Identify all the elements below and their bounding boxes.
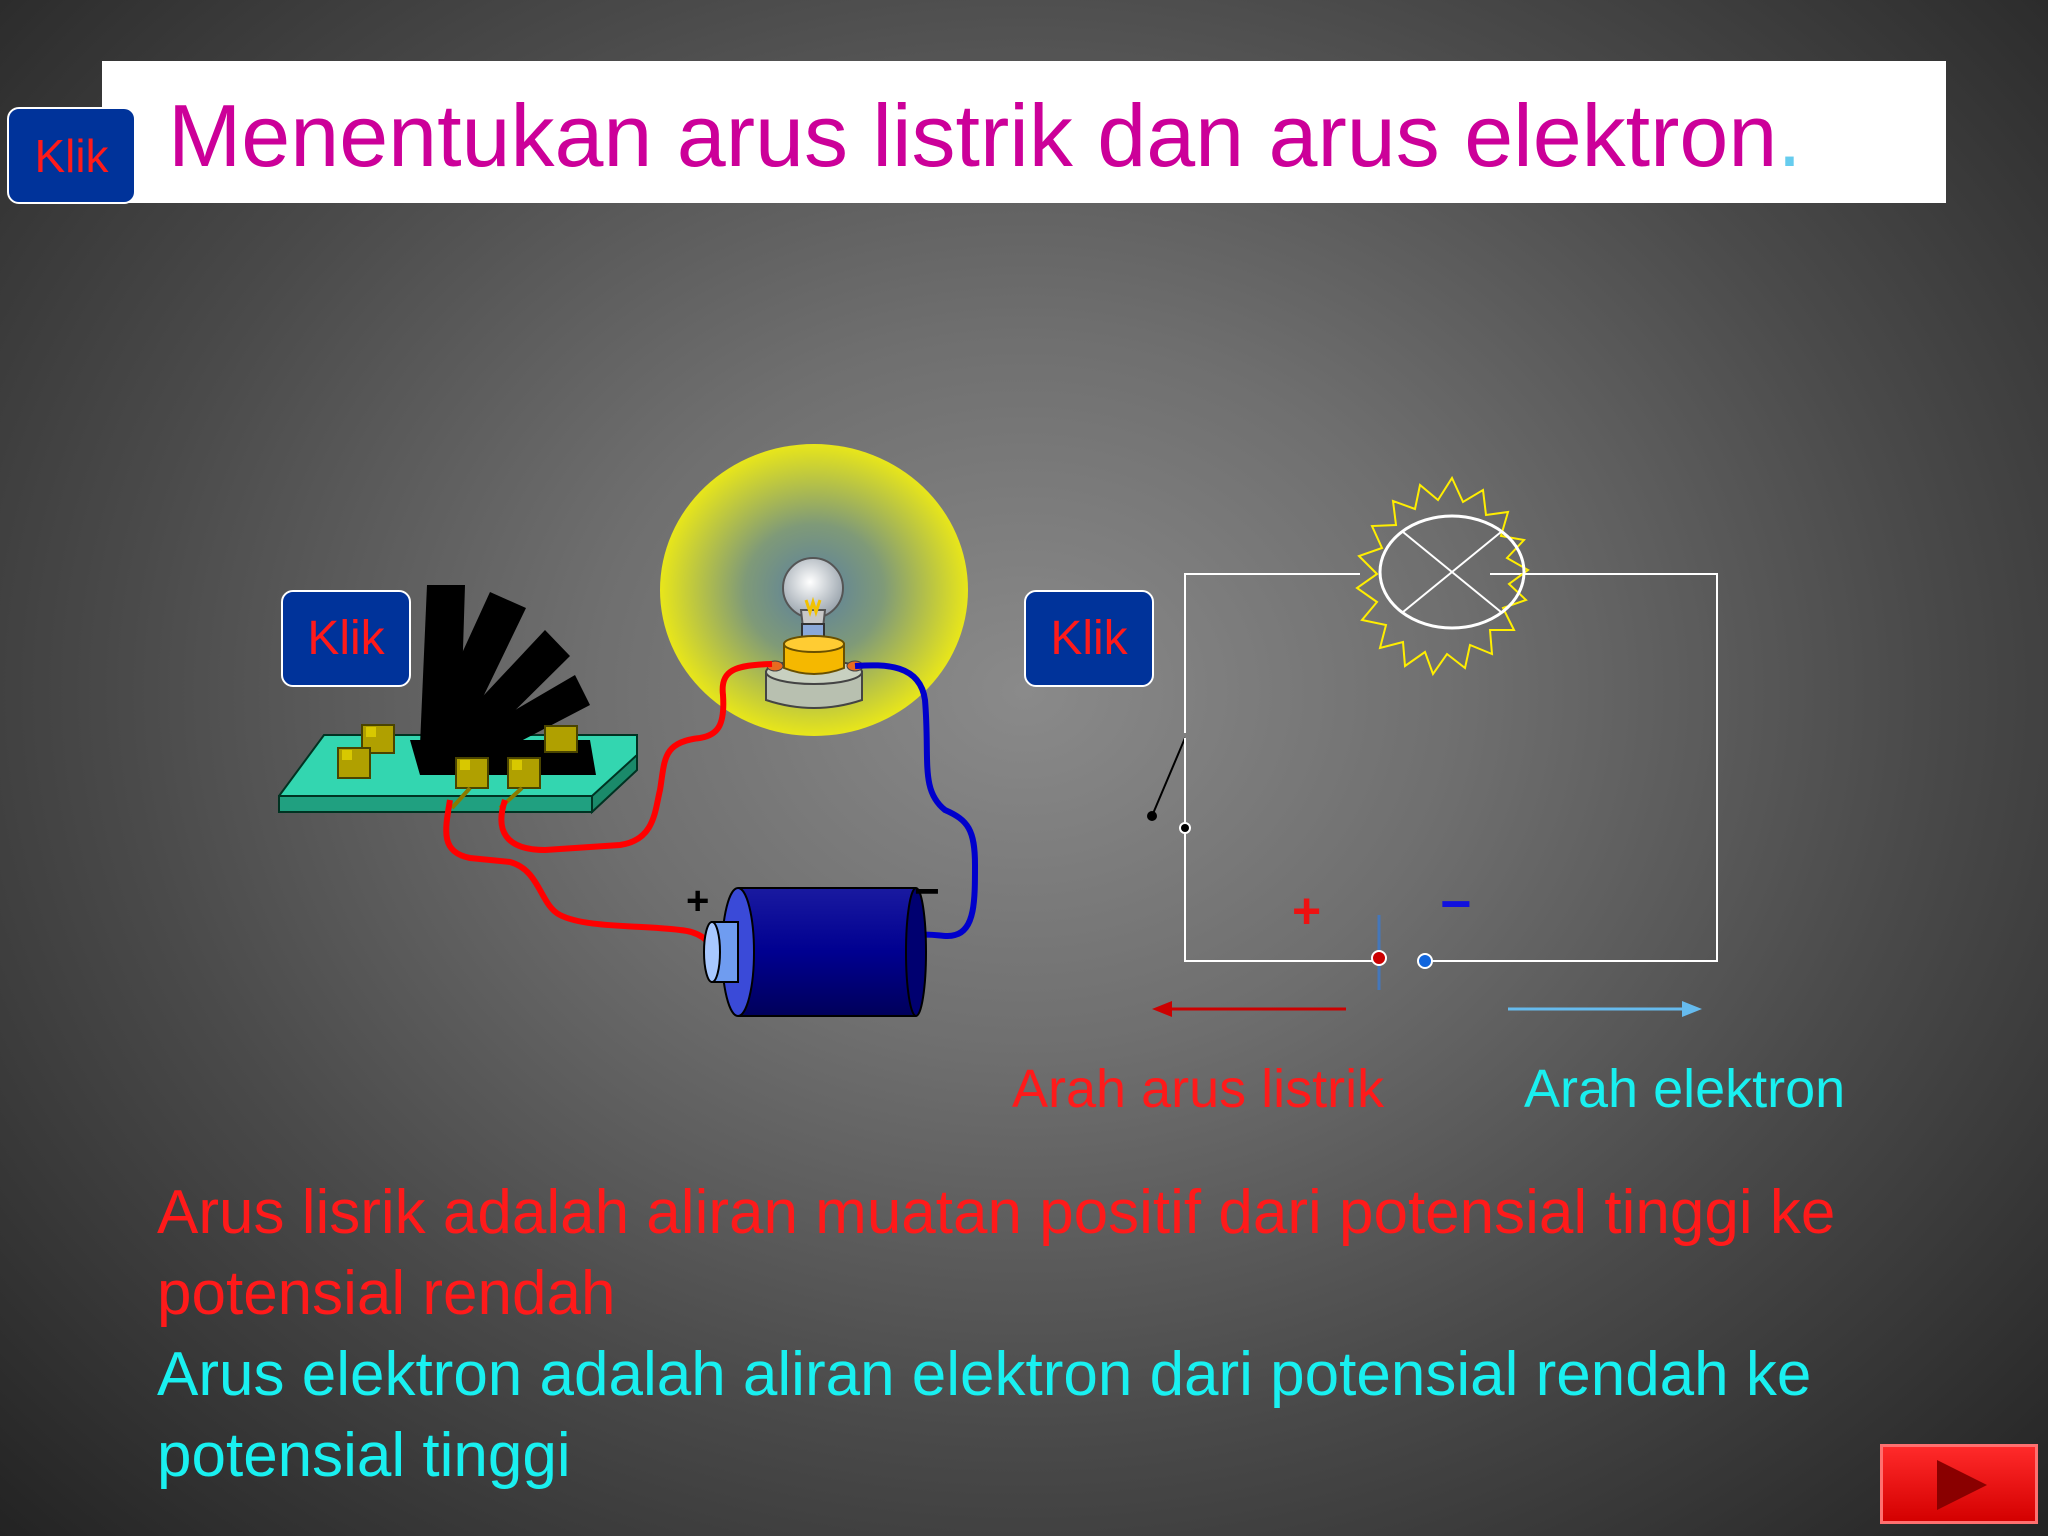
- circuit-minus-sign: −: [1440, 874, 1472, 934]
- title-main: Menentukan arus listrik dan arus elektro…: [168, 86, 1778, 185]
- electron-definition: Arus elektron adalah aliran elektron dar…: [157, 1340, 1812, 1490]
- current-direction-arrow-icon: [1152, 1001, 1346, 1017]
- red-wire-switch-battery: [443, 799, 721, 957]
- red-wire-switch-lamp: [498, 661, 773, 854]
- electron-direction-arrow-icon: [1508, 1001, 1702, 1017]
- title-dot: .: [1777, 86, 1802, 185]
- schematic-battery-icon: [1371, 915, 1433, 990]
- switch-board-icon: [278, 585, 638, 815]
- klik-button-right[interactable]: Klik: [1024, 590, 1154, 687]
- blue-wire: [854, 662, 979, 939]
- circuit-plus-sign: +: [1292, 883, 1321, 939]
- title-bar: [102, 61, 1946, 203]
- battery-minus-sign: −: [914, 867, 940, 916]
- schematic-switch-icon: [1147, 737, 1191, 834]
- electron-direction-label: Arah elektron: [1524, 1059, 1846, 1119]
- battery-plus-sign: +: [686, 879, 709, 923]
- light-bulb-icon: [765, 557, 864, 709]
- current-direction-label: Arah arus listrik: [1012, 1059, 1385, 1119]
- battery-icon: [703, 887, 927, 1017]
- page-title: Menentukan arus listrik dan arus elektro…: [168, 84, 1802, 188]
- klik-button-left[interactable]: Klik: [281, 590, 411, 687]
- schematic-circuit: [1184, 573, 1718, 962]
- play-triangle-icon: [1937, 1460, 1987, 1510]
- schematic-lamp-icon: [1355, 475, 1530, 677]
- current-definition: Arus lisrik adalah aliran muatan positif…: [157, 1178, 1836, 1328]
- next-slide-button[interactable]: [1880, 1444, 2038, 1524]
- klik-button-top[interactable]: Klik: [7, 107, 136, 204]
